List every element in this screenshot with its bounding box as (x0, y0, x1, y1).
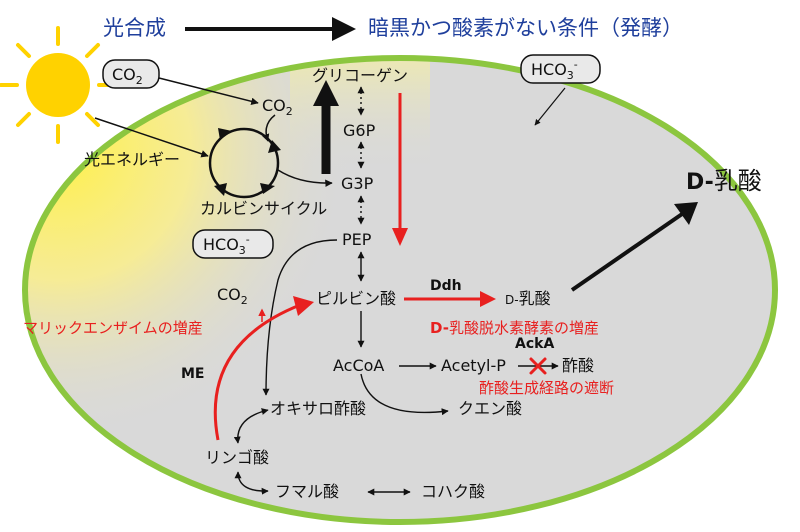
acetyl-p-label: Acetyl-P (441, 356, 506, 375)
oxaloacetate-label: オキサロ酢酸 (270, 399, 366, 418)
hco3-box-left-label: HCO3- (203, 233, 250, 257)
glycogen-label: グリコーゲン (312, 66, 408, 85)
citrate-label: クエン酸 (458, 399, 522, 418)
acetate-label: 酢酸 (562, 356, 594, 375)
blocked-x-icon (529, 357, 547, 375)
hco3-box-left (192, 229, 274, 259)
header-arrow-head (332, 17, 356, 41)
note-me: マリックエンザイムの増産 (23, 319, 203, 337)
succinate-label: コハク酸 (421, 482, 485, 501)
pep-label: PEP (342, 230, 372, 249)
co2-left-label: CO2 (217, 285, 248, 307)
hco3-box-top (520, 54, 601, 84)
co2-box (102, 59, 160, 89)
g3p-label: G3P (341, 174, 374, 193)
co2-top-label: CO2 (262, 96, 293, 118)
header-photosynthesis: 光合成 (103, 16, 166, 40)
note-ddh: D-乳酸脱水素酵素の増産 (430, 319, 599, 337)
fumarate-label: フマル酸 (275, 482, 339, 501)
sun-icon (0, 26, 117, 144)
co2-box-label: CO2 (112, 65, 143, 87)
enzyme-me-label: ME (181, 366, 205, 382)
pyruvate-label: ピルビン酸 (316, 289, 396, 308)
cell-membrane (22, 55, 778, 525)
header-dark-anaerobic: 暗黒かつ酸素がない条件（発酵） (368, 16, 683, 40)
g6p-label: G6P (343, 121, 376, 140)
d-lactate-output-label: D-乳酸 (686, 167, 762, 195)
light-energy-label: 光エネルギー (84, 150, 180, 169)
hco3-box-top-label: HCO3- (531, 58, 578, 82)
enzyme-acka-label: AckA (515, 336, 554, 352)
d-lactate-inner-label: D-乳酸 (505, 289, 551, 308)
calvin-cycle (208, 127, 281, 199)
note-acka: 酢酸生成経路の遮断 (479, 379, 614, 397)
malate-label: リンゴ酸 (205, 448, 269, 467)
acetyl-coa-label: AcCoA (333, 356, 384, 375)
enzyme-ddh-label: Ddh (430, 278, 462, 294)
calvin-cycle-label: カルビンサイクル (200, 199, 327, 218)
